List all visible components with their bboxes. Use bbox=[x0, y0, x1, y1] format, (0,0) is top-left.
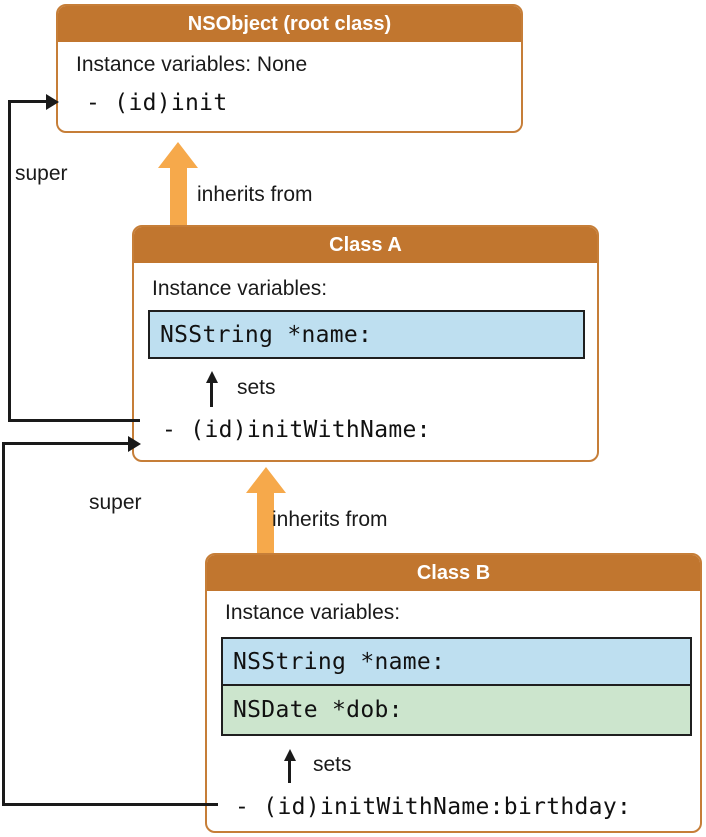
class-a-initwithname-method: - (id)initWithName: bbox=[162, 417, 431, 443]
inherits-arrow-a-shaft bbox=[170, 166, 187, 230]
super-line-b-bottom bbox=[2, 803, 218, 806]
class-b-initwithnamebirthday-method: - (id)initWithName:birthday: bbox=[235, 794, 632, 820]
super-line-b-vertical bbox=[2, 442, 5, 806]
class-b-variable-name: NSString *name: bbox=[221, 637, 692, 686]
super-line-b-top bbox=[2, 442, 128, 445]
super-label-a: super bbox=[15, 162, 68, 185]
class-b-variable-dob: NSDate *dob: bbox=[221, 684, 692, 736]
nsobject-header: NSObject (root class) bbox=[58, 6, 521, 42]
class-b-header: Class B bbox=[207, 555, 700, 591]
class-b-box: Class B Instance variables: NSString *na… bbox=[205, 553, 702, 833]
sets-arrow-b-shaft bbox=[288, 759, 291, 783]
inherits-arrow-b-head-icon bbox=[246, 467, 286, 493]
super-line-b-arrowhead-icon bbox=[128, 436, 141, 452]
class-a-box: Class A Instance variables: NSString *na… bbox=[132, 225, 599, 462]
inherits-label-b: inherits from bbox=[272, 508, 388, 531]
super-line-a-arrowhead-icon bbox=[46, 94, 59, 110]
sets-label-b: sets bbox=[313, 753, 352, 776]
inherits-label-a: inherits from bbox=[197, 183, 313, 206]
class-b-ivars-label: Instance variables: bbox=[225, 601, 401, 624]
class-a-variable-name: NSString *name: bbox=[148, 310, 585, 359]
sets-arrow-b-icon bbox=[284, 749, 296, 761]
class-a-header: Class A bbox=[134, 227, 597, 263]
super-line-a-vertical bbox=[8, 100, 11, 422]
inherits-arrow-b-shaft bbox=[257, 491, 274, 555]
nsobject-ivars-label: Instance variables: None bbox=[76, 53, 308, 76]
super-label-b: super bbox=[89, 491, 142, 514]
class-a-ivars-label: Instance variables: bbox=[152, 277, 328, 300]
sets-label-a: sets bbox=[237, 376, 276, 399]
sets-arrow-a-shaft bbox=[210, 381, 213, 407]
nsobject-init-method: - (id)init bbox=[86, 90, 228, 116]
inherits-arrow-a-head-icon bbox=[158, 142, 198, 168]
sets-arrow-a-icon bbox=[206, 371, 218, 383]
nsobject-class-box: NSObject (root class) Instance variables… bbox=[56, 4, 523, 133]
super-line-a-top bbox=[8, 100, 46, 103]
super-line-a-bottom bbox=[8, 419, 140, 422]
